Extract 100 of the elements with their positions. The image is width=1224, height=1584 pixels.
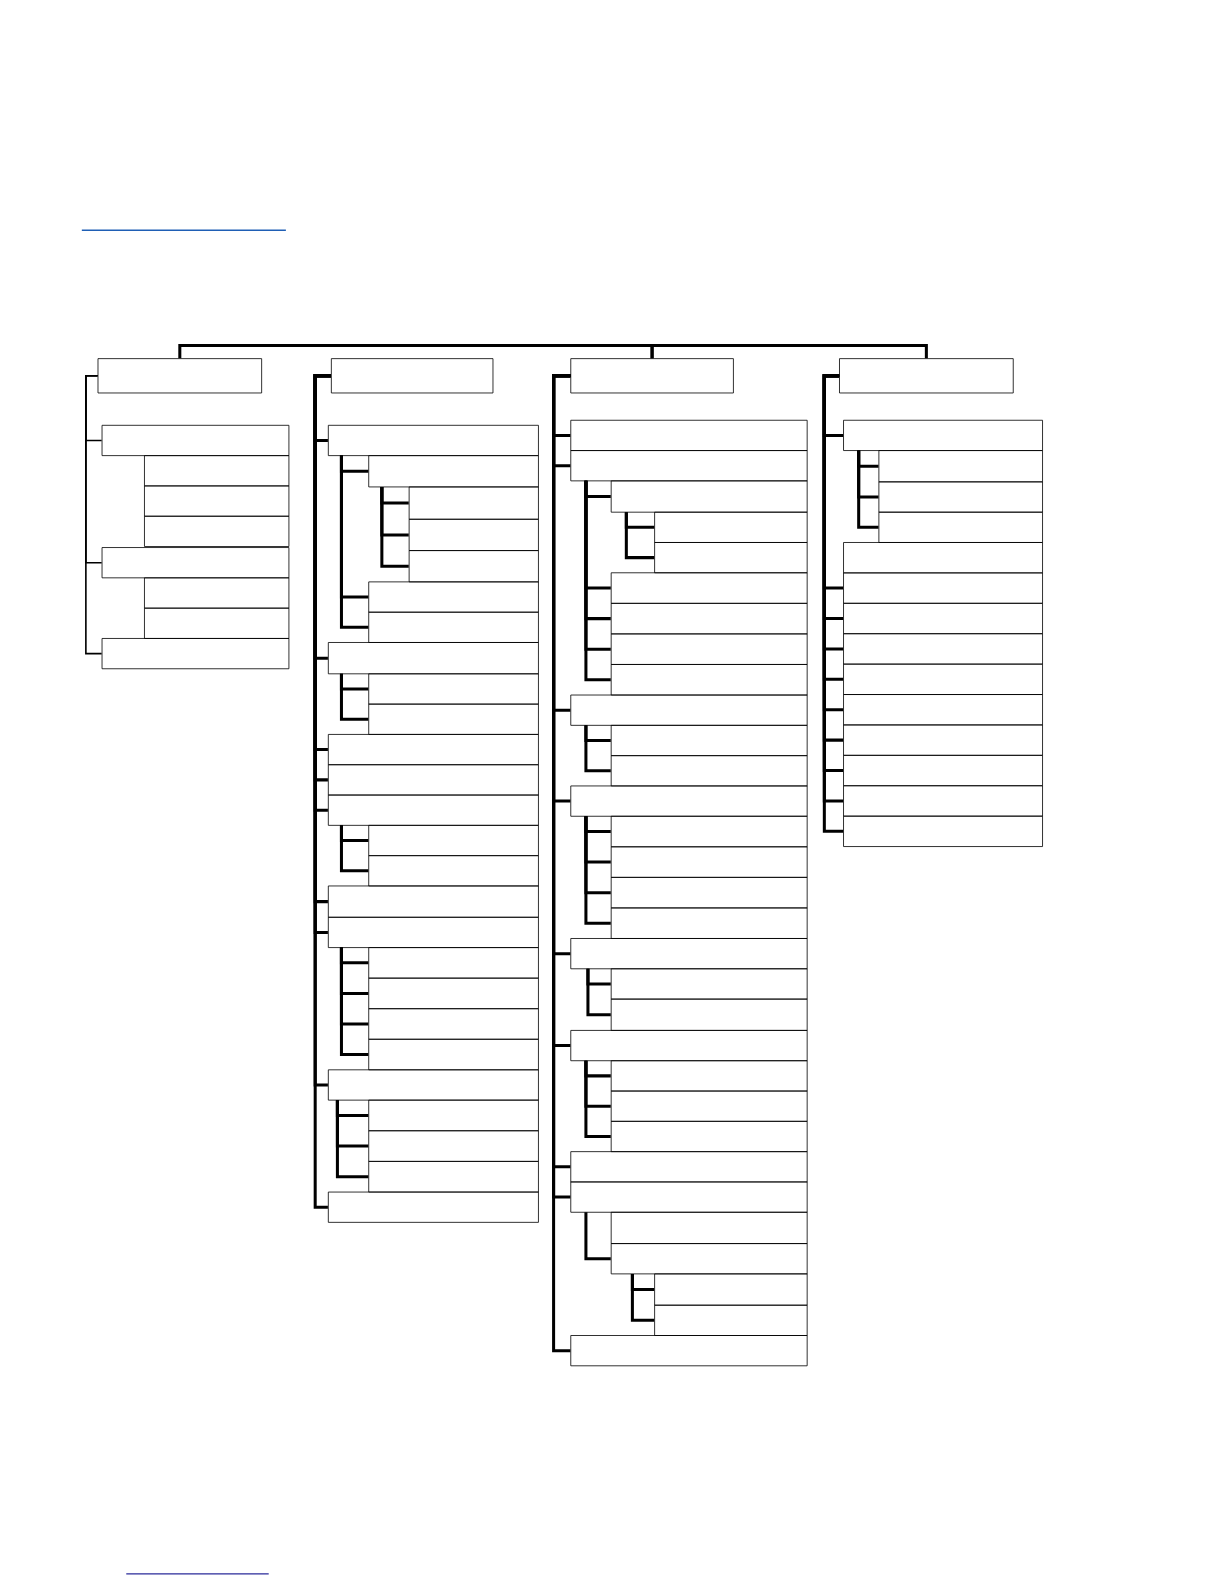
empty-box	[610, 724, 808, 757]
empty-box	[143, 455, 290, 487]
connector-line	[335, 1100, 369, 1179]
empty-box	[368, 1099, 539, 1132]
empty-box	[838, 358, 1014, 394]
connector-line	[84, 375, 103, 655]
connector-line	[586, 968, 611, 1017]
empty-box	[570, 694, 808, 726]
connector-line	[624, 512, 655, 560]
empty-box	[842, 633, 1043, 665]
empty-box	[101, 638, 290, 670]
empty-box	[610, 968, 808, 1000]
empty-box	[570, 358, 734, 394]
empty-box	[368, 611, 539, 643]
empty-box	[368, 703, 539, 735]
empty-box	[570, 1151, 808, 1183]
connector-line	[584, 725, 611, 773]
empty-box	[368, 455, 539, 488]
empty-box	[143, 577, 290, 609]
empty-box	[327, 642, 539, 675]
empty-box	[368, 673, 539, 705]
empty-box	[610, 876, 808, 909]
empty-box	[610, 572, 808, 604]
empty-box	[610, 633, 808, 665]
empty-box	[610, 755, 808, 787]
empty-box	[101, 547, 290, 579]
empty-box	[842, 572, 1043, 604]
empty-box	[842, 724, 1043, 756]
connector-line	[178, 344, 654, 359]
empty-box	[610, 602, 808, 635]
empty-box	[654, 511, 808, 543]
empty-box	[654, 542, 808, 574]
empty-box	[327, 885, 539, 918]
empty-box	[101, 424, 290, 456]
empty-box	[368, 947, 539, 979]
empty-box	[610, 1060, 808, 1092]
empty-box	[610, 664, 808, 696]
empty-box	[654, 1273, 808, 1306]
connector-line	[857, 450, 879, 529]
empty-box	[368, 1130, 539, 1162]
empty-box	[368, 824, 539, 857]
empty-box	[327, 734, 539, 766]
empty-box	[842, 663, 1043, 695]
empty-box	[878, 481, 1043, 513]
empty-box	[842, 419, 1043, 451]
empty-box	[143, 485, 290, 517]
empty-box	[570, 1335, 808, 1367]
connector-line	[339, 455, 369, 629]
empty-box	[327, 424, 539, 456]
empty-box	[143, 515, 290, 547]
empty-box	[570, 1030, 808, 1062]
empty-box	[570, 450, 808, 482]
empty-box	[610, 815, 808, 848]
empty-box	[368, 977, 539, 1010]
connector-line	[584, 1060, 611, 1138]
empty-box	[368, 855, 539, 887]
connector-line	[339, 673, 369, 721]
empty-box	[408, 518, 539, 551]
connector-line	[630, 1273, 655, 1322]
empty-box	[570, 1181, 808, 1213]
empty-box	[878, 511, 1043, 543]
empty-box	[842, 785, 1043, 817]
empty-box	[878, 450, 1043, 483]
empty-box	[368, 1038, 539, 1071]
empty-box	[842, 542, 1043, 574]
empty-box	[610, 907, 808, 939]
connector-line	[339, 825, 369, 873]
empty-box	[368, 581, 539, 613]
empty-box	[327, 1069, 539, 1101]
empty-box	[610, 480, 808, 513]
empty-box	[408, 550, 539, 583]
empty-box	[570, 785, 808, 817]
empty-box	[610, 1090, 808, 1122]
empty-box	[610, 846, 808, 878]
connector-line	[339, 947, 369, 1057]
empty-box	[842, 754, 1043, 787]
empty-box	[408, 486, 539, 520]
connector-line	[551, 374, 571, 1353]
empty-box	[842, 815, 1043, 847]
connector-line	[584, 480, 611, 682]
empty-box	[327, 764, 539, 796]
empty-box	[610, 1211, 808, 1244]
connector-line	[584, 1212, 611, 1261]
empty-box	[143, 607, 290, 639]
empty-box	[327, 916, 539, 948]
empty-box	[842, 694, 1043, 726]
empty-box	[368, 1008, 539, 1040]
connector-line	[584, 816, 611, 925]
empty-box	[97, 358, 262, 394]
empty-box	[327, 1191, 539, 1223]
empty-box	[610, 1120, 808, 1153]
empty-box	[327, 794, 539, 826]
empty-box	[570, 938, 808, 970]
empty-box	[330, 358, 494, 394]
connector-line	[380, 486, 409, 568]
empty-box	[610, 998, 808, 1031]
empty-box	[842, 602, 1043, 635]
empty-box	[368, 1161, 539, 1193]
empty-box	[610, 1243, 808, 1275]
empty-box	[570, 419, 808, 451]
